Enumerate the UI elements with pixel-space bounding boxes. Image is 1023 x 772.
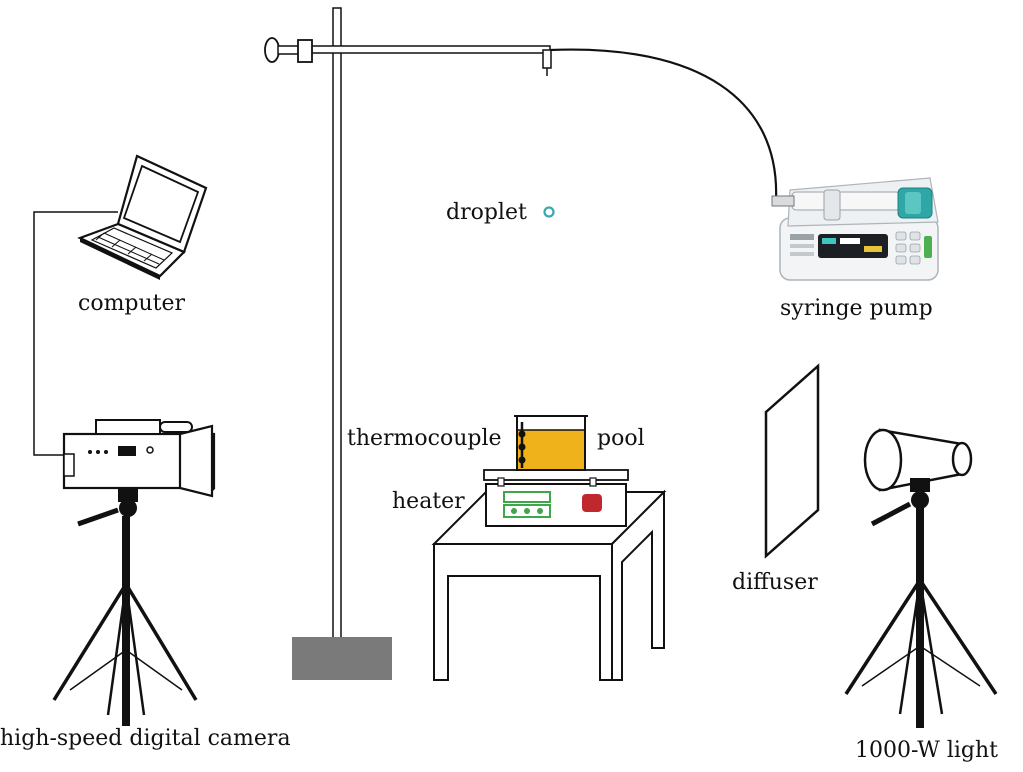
heater-device [483, 469, 629, 527]
diffuser-label: diffuser [732, 570, 818, 595]
camera-tripod [52, 516, 198, 726]
laptop-computer [77, 154, 208, 280]
computer-label: computer [78, 291, 186, 316]
data-cable [33, 211, 118, 456]
light-label: 1000-W light [855, 738, 998, 763]
camera-body [62, 419, 216, 527]
retort-stand [264, 7, 778, 680]
light-tripod [844, 508, 998, 728]
heater-label: heater [392, 489, 465, 514]
droplet-label: droplet [446, 200, 527, 225]
pool-label: pool [597, 426, 645, 451]
clamp-knob [264, 37, 280, 63]
syringe-pump-label: syringe pump [780, 296, 933, 321]
syringe-pump [771, 177, 939, 281]
camera-label: high-speed digital camera [0, 726, 291, 751]
droplet-circle [543, 206, 555, 218]
stand-base [292, 637, 392, 680]
pool-beaker [514, 415, 588, 471]
tubing [549, 48, 778, 201]
diffuser-panel [764, 363, 820, 559]
needle [542, 49, 552, 69]
thermocouple-label: thermocouple [347, 426, 502, 451]
light-lamp [863, 428, 973, 527]
